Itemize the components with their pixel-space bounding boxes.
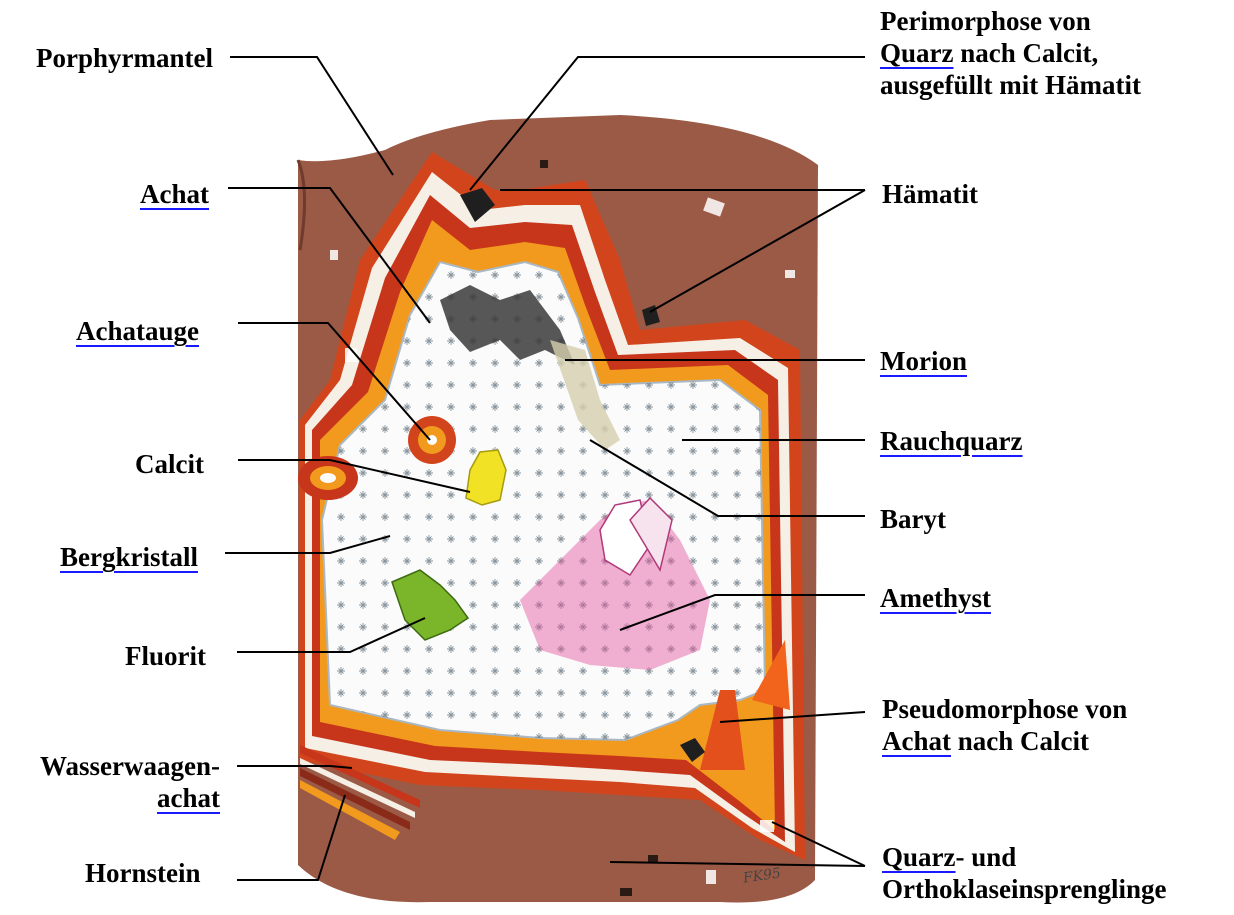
label-pseudomorphose-line1: Pseudomorphose von [882, 694, 1127, 724]
label-morion[interactable]: Morion [880, 345, 967, 377]
label-achatauge[interactable]: Achatauge [76, 315, 199, 347]
label-hornstein: Hornstein [85, 857, 201, 889]
label-orthoklas-line2: Orthoklaseinsprenglinge [882, 874, 1167, 904]
label-calcit: Calcit [135, 448, 204, 480]
label-baryt: Baryt [880, 503, 946, 535]
label-fluorit: Fluorit [125, 640, 206, 672]
label-perimorphose-line3: ausgefüllt mit Hämatit [880, 70, 1141, 100]
label-rauchquarz[interactable]: Rauchquarz [880, 425, 1023, 457]
label-wasserwaagen-line1: Wasserwaagen- [40, 751, 220, 781]
label-pseudomorphose: Pseudomorphose von Achat nach Calcit [882, 693, 1127, 757]
label-bergkristall[interactable]: Bergkristall [60, 541, 198, 573]
label-wasserwaagen-line2[interactable]: achat [157, 783, 220, 813]
label-perimorphose-quarz-link[interactable]: Quarz [880, 38, 954, 68]
label-pseudomorphose-achat-link[interactable]: Achat [882, 726, 951, 756]
label-quarz-line1: - und [956, 842, 1017, 872]
label-achat[interactable]: Achat [140, 178, 209, 210]
label-amethyst[interactable]: Amethyst [880, 582, 991, 614]
label-quarz-orthoklas: Quarz- und Orthoklaseinsprenglinge [882, 841, 1167, 905]
label-haematit: Hämatit [882, 178, 978, 210]
label-wasserwaagen: Wasserwaagen- achat [5, 750, 220, 814]
label-porphyrmantel: Porphyrmantel [36, 42, 213, 74]
label-perimorphose-line2: nach Calcit, [954, 38, 1099, 68]
label-quarz-link[interactable]: Quarz [882, 842, 956, 872]
label-pseudomorphose-line2: nach Calcit [951, 726, 1089, 756]
label-perimorphose-line1: Perimorphose von [880, 6, 1091, 36]
label-perimorphose: Perimorphose von Quarz nach Calcit, ausg… [880, 5, 1141, 101]
